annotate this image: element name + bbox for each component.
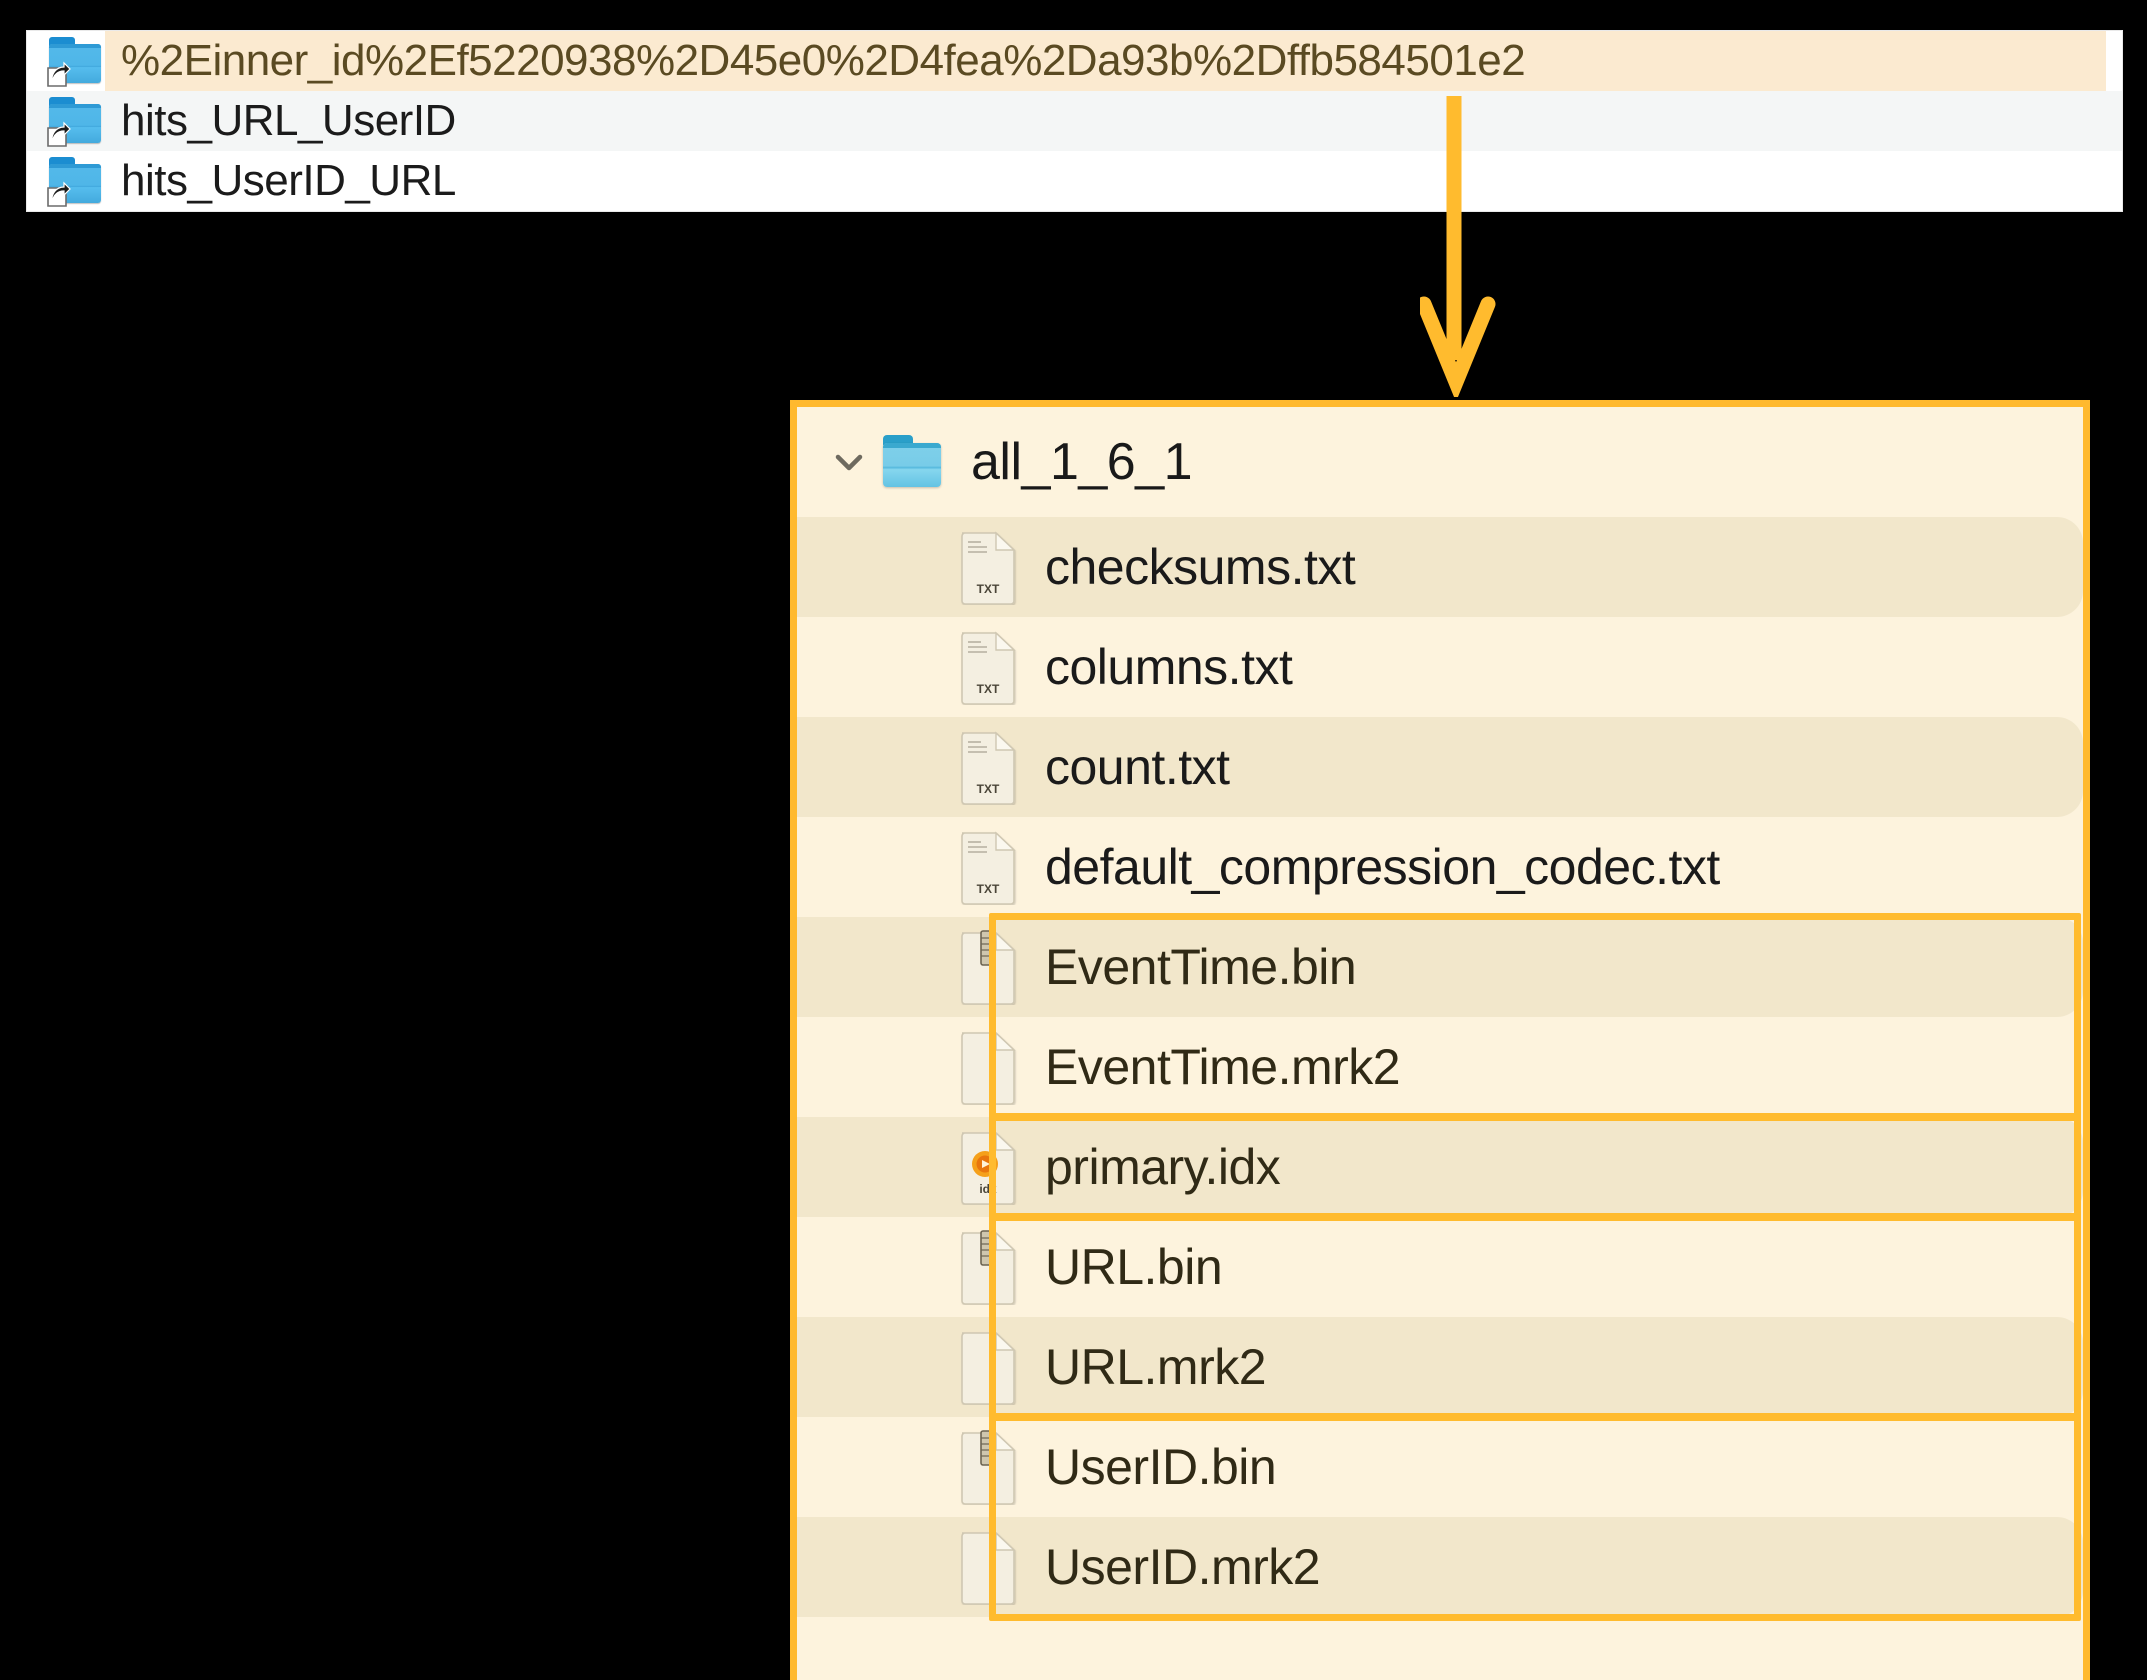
idx-file-icon: idx <box>957 1129 1019 1205</box>
txt-file-icon: TXT <box>957 729 1019 805</box>
folder-symlink-icon <box>47 97 105 147</box>
file-row-label: UserID.mrk2 <box>1045 1539 1321 1595</box>
txt-file-icon: TXT <box>957 829 1019 905</box>
svg-text:TXT: TXT <box>977 882 1000 896</box>
svg-text:TXT: TXT <box>977 582 1000 596</box>
svg-text:idx: idx <box>979 1182 997 1196</box>
annotation-arrow <box>1420 96 1496 397</box>
txt-file-icon: TXT <box>957 629 1019 705</box>
blank-file-icon <box>957 1529 1019 1605</box>
svg-text:TXT: TXT <box>977 782 1000 796</box>
file-row-label: EventTime.bin <box>1045 939 1357 995</box>
txt-file-icon: TXT <box>957 529 1019 605</box>
file-row[interactable]: UserID.bin <box>797 1417 2083 1517</box>
file-row[interactable]: idx primary.idx <box>797 1117 2083 1217</box>
folder-icon <box>881 435 945 489</box>
file-row-label: checksums.txt <box>1045 539 1356 595</box>
file-row[interactable]: UserID.mrk2 <box>797 1517 2083 1617</box>
file-row[interactable]: URL.bin <box>797 1217 2083 1317</box>
file-row[interactable]: TXT checksums.txt <box>797 517 2083 617</box>
file-row-label: URL.bin <box>1045 1239 1223 1295</box>
file-row-label: primary.idx <box>1045 1139 1281 1195</box>
chevron-down-icon[interactable] <box>825 442 873 482</box>
symlink-row[interactable]: hits_URL_UserID <box>27 91 2122 151</box>
tree-root-row[interactable]: all_1_6_1 <box>797 407 2083 517</box>
file-row-label: count.txt <box>1045 739 1230 795</box>
blank-file-icon <box>957 1029 1019 1105</box>
file-row[interactable]: TXT default_compression_codec.txt <box>797 817 2083 917</box>
file-row-label: default_compression_codec.txt <box>1045 839 1720 895</box>
file-row[interactable]: EventTime.bin <box>797 917 2083 1017</box>
symlink-row[interactable]: hits_UserID_URL <box>27 151 2122 211</box>
symlink-row[interactable]: %2Einner_id%2Ef5220938%2D45e0%2D4fea%2Da… <box>27 31 2122 91</box>
bin-file-icon <box>957 1229 1019 1305</box>
folder-symlink-icon <box>47 157 105 207</box>
folder-symlink-icon <box>47 37 105 87</box>
file-row[interactable]: URL.mrk2 <box>797 1317 2083 1417</box>
bin-file-icon <box>957 929 1019 1005</box>
file-row[interactable]: TXT columns.txt <box>797 617 2083 717</box>
file-row-label: EventTime.mrk2 <box>1045 1039 1401 1095</box>
file-row[interactable]: TXT count.txt <box>797 717 2083 817</box>
file-row-label: columns.txt <box>1045 639 1293 695</box>
bin-file-icon <box>957 1429 1019 1505</box>
symlink-row-label: hits_UserID_URL <box>121 156 456 205</box>
symlink-row-label: %2Einner_id%2Ef5220938%2D45e0%2D4fea%2Da… <box>105 31 2106 91</box>
symlink-row-label: hits_URL_UserID <box>121 96 456 145</box>
svg-text:TXT: TXT <box>977 682 1000 696</box>
symlink-folder-list: %2Einner_id%2Ef5220938%2D45e0%2D4fea%2Da… <box>26 30 2123 212</box>
file-row[interactable]: EventTime.mrk2 <box>797 1017 2083 1117</box>
file-row-label: URL.mrk2 <box>1045 1339 1267 1395</box>
file-row-label: UserID.bin <box>1045 1439 1277 1495</box>
root-folder-label: all_1_6_1 <box>971 433 1193 491</box>
blank-file-icon <box>957 1329 1019 1405</box>
